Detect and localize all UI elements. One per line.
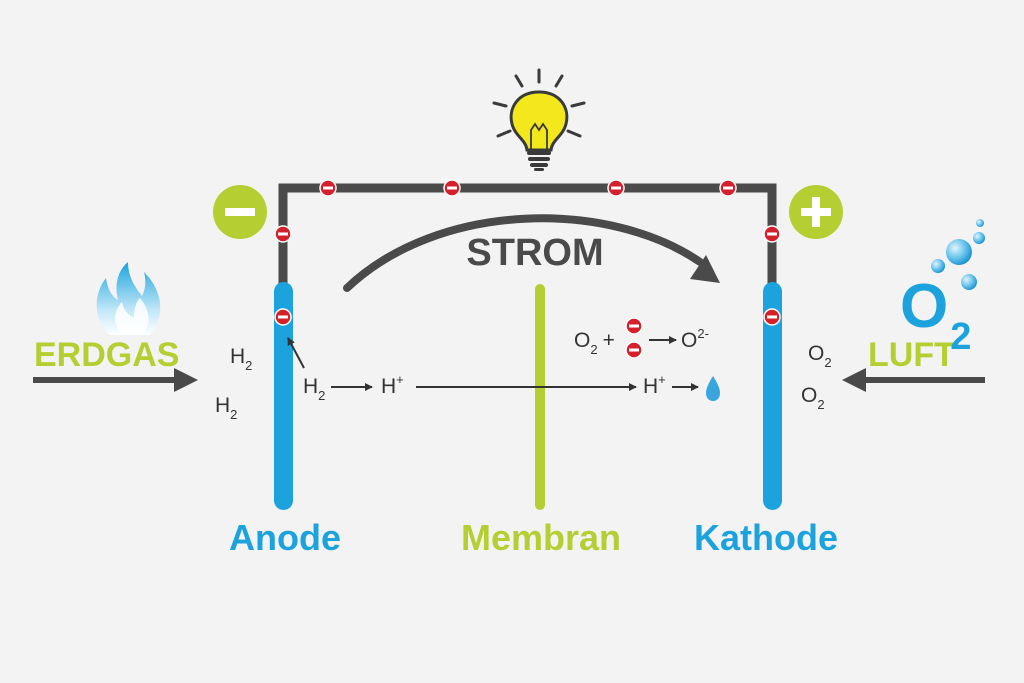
electron-top-1: [319, 179, 337, 197]
current-arrow-head: [690, 255, 720, 283]
oxide-ion: O2-: [681, 326, 709, 352]
oxygen-bubbles-icon: [931, 219, 985, 290]
anode-label: Anode: [229, 517, 341, 558]
electron-cathode: [763, 308, 781, 326]
electron-reaction-2: [625, 341, 643, 359]
electron-top-3: [607, 179, 625, 197]
membrane: [535, 284, 545, 510]
current-arrow: [343, 214, 704, 292]
h2-molecule-top: H2: [230, 345, 252, 373]
o2-reactant: O2+: [574, 329, 615, 357]
hplus-cathode: H+: [643, 372, 666, 398]
o2-molecule-bottom: O2: [801, 384, 825, 412]
electron-release-arrow: [287, 337, 305, 369]
hplus-anode: H+: [381, 372, 404, 398]
h2-reactant: H2: [303, 375, 325, 403]
electron-left-wire: [274, 225, 292, 243]
electron-right-wire: [763, 225, 781, 243]
cathode-electrode: [763, 282, 782, 510]
electron-top-2: [443, 179, 461, 197]
o2-big-symbol: O2: [900, 272, 971, 358]
erdgas-input-arrow-head: [174, 368, 198, 392]
luft-input-arrow-head: [842, 368, 866, 392]
plus-terminal-icon: [789, 185, 843, 239]
membran-label: Membran: [461, 517, 621, 558]
minus-terminal-icon: [213, 185, 267, 239]
electron-reaction-1: [625, 317, 643, 335]
luft-label: LUFT: [868, 336, 955, 374]
kathode-label: Kathode: [694, 517, 838, 558]
h2-molecule-bottom: H2: [215, 394, 237, 422]
flame-icon: [96, 262, 161, 335]
water-drop-icon: [706, 376, 720, 401]
electron-top-4: [719, 179, 737, 197]
light-bulb-icon: [492, 68, 586, 171]
electron-anode: [274, 308, 292, 326]
o2-molecule-top: O2: [808, 342, 832, 370]
erdgas-label: ERDGAS: [34, 336, 179, 374]
strom-label: STROM: [466, 232, 603, 274]
